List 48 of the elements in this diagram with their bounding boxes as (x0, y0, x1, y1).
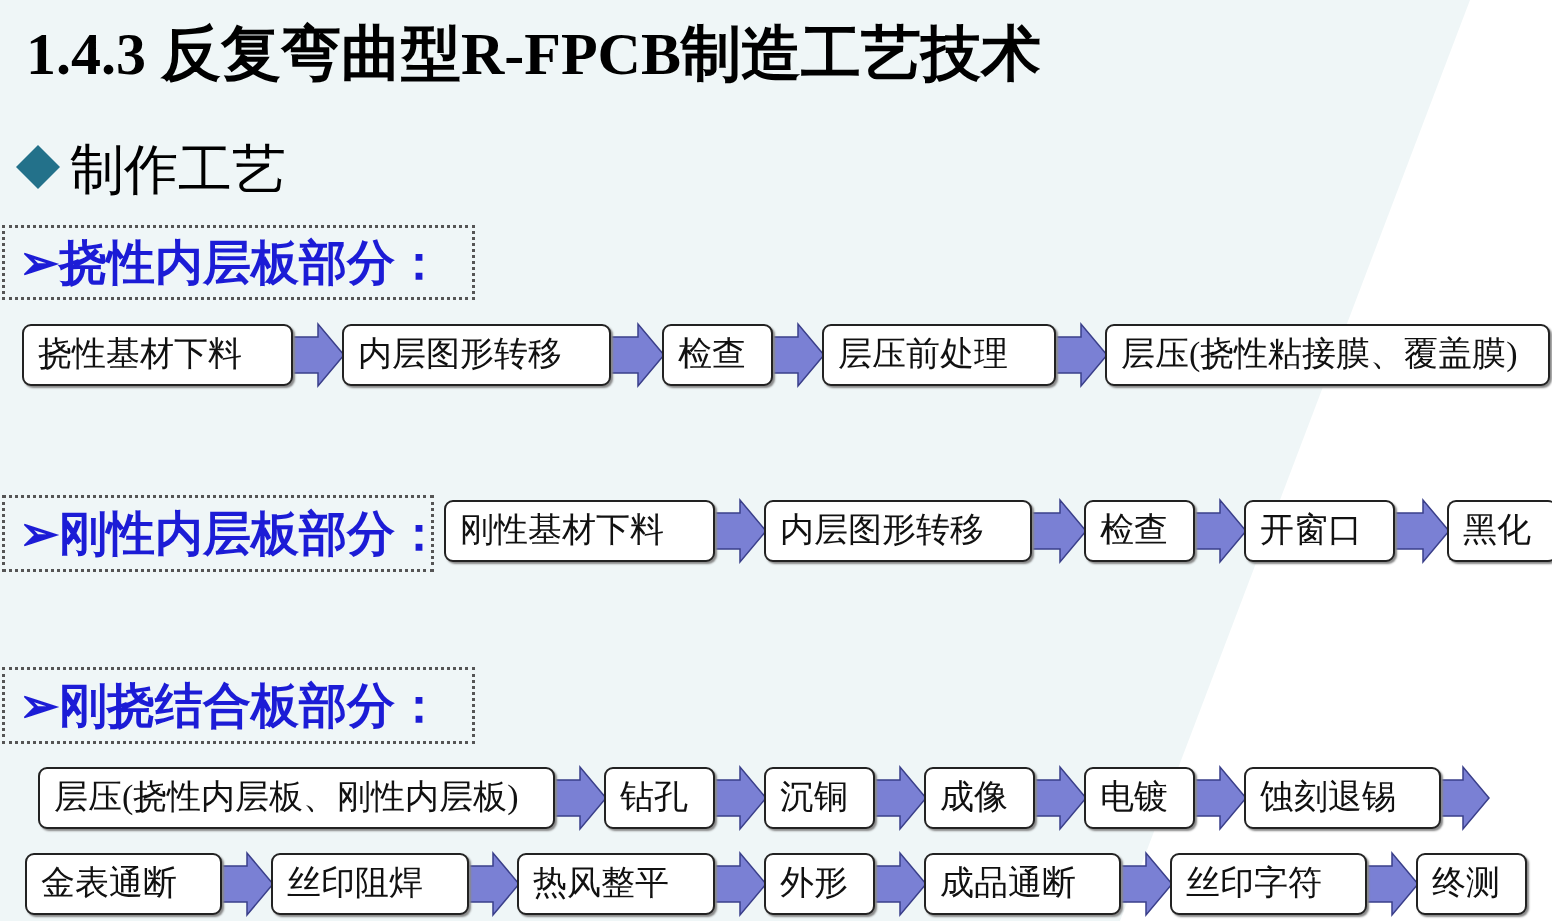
block-arrow (1192, 764, 1247, 832)
process-box: 检查 (662, 324, 773, 386)
process-box: 终测 (1416, 853, 1527, 915)
block-arrow (712, 497, 767, 565)
process-box: 检查 (1084, 500, 1195, 562)
process-box: 黑化 (1447, 500, 1552, 562)
section-box: ➢刚挠结合板部分： (2, 667, 475, 744)
process-box: 层压(挠性内层板、刚性内层板) (38, 767, 555, 829)
block-arrow (1032, 764, 1087, 832)
block-arrow (1364, 850, 1419, 918)
process-box: 丝印字符 (1170, 853, 1367, 915)
block-arrow (712, 764, 767, 832)
process-box: 沉铜 (764, 767, 875, 829)
process-box: 内层图形转移 (764, 500, 1032, 562)
section-box: ➢挠性内层板部分： (2, 225, 475, 300)
process-box: 钻孔 (604, 767, 715, 829)
process-box: 电镀 (1084, 767, 1195, 829)
process-box: 热风整平 (517, 853, 715, 915)
block-arrow (466, 850, 520, 918)
block-arrow (219, 850, 274, 918)
block-arrow (1053, 321, 1108, 389)
block-arrow (1118, 850, 1173, 918)
block-arrow (290, 321, 345, 389)
block-arrow (872, 850, 927, 918)
process-box: 内层图形转移 (342, 324, 611, 386)
block-arrow (1438, 764, 1490, 832)
section-heading: 制作工艺 (70, 139, 286, 202)
process-box: 成品通断 (924, 853, 1121, 915)
process-box: 开窗口 (1244, 500, 1395, 562)
process-box: 丝印阻焊 (271, 853, 469, 915)
block-arrow (608, 321, 665, 389)
block-arrow (1392, 497, 1450, 565)
section-box: ➢刚性内层板部分： (2, 495, 434, 572)
process-box: 成像 (924, 767, 1035, 829)
process-box: 层压前处理 (822, 324, 1056, 386)
block-arrow (552, 764, 607, 832)
block-arrow (1192, 497, 1247, 565)
process-box: 金表通断 (25, 853, 222, 915)
block-arrow (872, 764, 927, 832)
process-box: 刚性基材下料 (444, 500, 715, 562)
process-box: 挠性基材下料 (22, 324, 293, 386)
process-box: 蚀刻退锡 (1244, 767, 1441, 829)
block-arrow (1029, 497, 1087, 565)
process-box: 外形 (764, 853, 875, 915)
title: 1.4.3 反复弯曲型R-FPCB制造工艺技术 (26, 20, 1041, 89)
block-arrow (712, 850, 767, 918)
process-box: 层压(挠性粘接膜、覆盖膜) (1105, 324, 1550, 386)
block-arrow (770, 321, 825, 389)
